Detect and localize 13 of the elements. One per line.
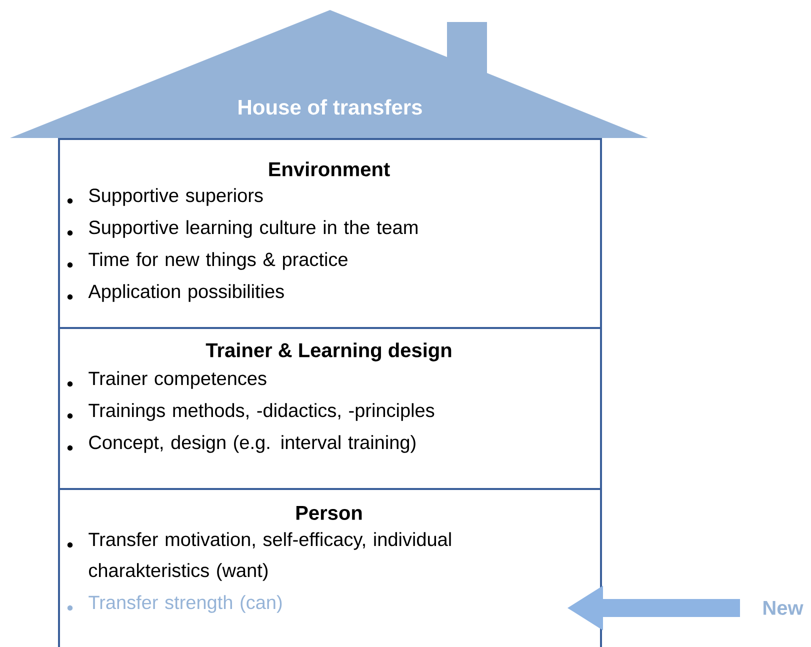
bullet-item: Application possibilities (88, 284, 284, 302)
bullet-item: Transfer strength (can) (88, 595, 282, 613)
section-heading: Person (296, 506, 362, 520)
section-heading: Trainer & Learning design (206, 342, 452, 362)
bullet-item: Trainer competences (88, 371, 266, 389)
bullet-item: Transfer motivation, self-efficacy, individual charakteristics (want) (88, 532, 451, 581)
bullet-item: Concept, design (e.g. interval training) (89, 435, 416, 453)
bullet-item: Trainings methods, -didactics, -principles (88, 403, 434, 421)
bullet-item: Supportive learning culture in the team (89, 220, 418, 238)
bullet-item: Supportive superiors (89, 188, 263, 206)
side-label: New (764, 601, 804, 615)
bullet-item: Time for new things & practice (88, 252, 348, 270)
section-heading: Environment (269, 162, 390, 176)
